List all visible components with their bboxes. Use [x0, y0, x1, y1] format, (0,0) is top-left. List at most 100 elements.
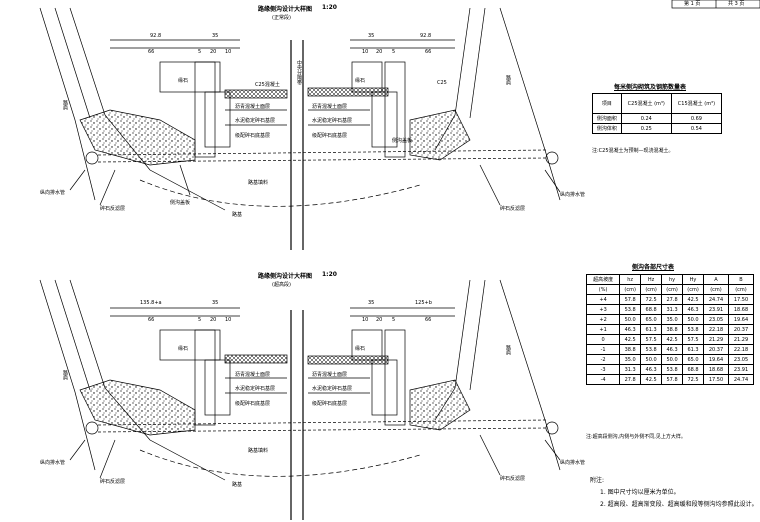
- dim-label: 10: [225, 49, 232, 55]
- layer-label: 水泥稳定碎石基层: [312, 118, 353, 124]
- table-cell: 53.8: [661, 364, 684, 375]
- dim-label: 135.8+a: [140, 300, 162, 306]
- table-cell: 38.8: [619, 344, 642, 355]
- table-cell: 65.0: [640, 314, 663, 325]
- table-cell: 57.8: [661, 374, 684, 385]
- qty-header-cell: C15混凝土 (m³): [670, 93, 723, 114]
- top-title: 路缘侧沟设计大样图: [258, 6, 313, 13]
- dim-label: 5: [392, 317, 396, 323]
- dim-label: 35: [212, 33, 219, 39]
- dim-label: 5: [198, 49, 202, 55]
- dim-label: 20: [210, 49, 217, 55]
- table-cell: +1: [585, 324, 621, 335]
- top-section: [39, 7, 561, 250]
- table-cell: 35.0: [619, 354, 642, 365]
- table-cell: 17.50: [703, 374, 729, 385]
- table-cell: 22.18: [703, 324, 729, 335]
- bottom-title: 路缘侧沟设计大样图: [258, 273, 313, 280]
- notes-heading: 附注:: [590, 477, 605, 484]
- dim-label: 125+b: [415, 300, 432, 306]
- dim-label: 66: [148, 49, 155, 55]
- bottom-section: [39, 279, 561, 520]
- table-header-cell: hy: [661, 274, 684, 285]
- qty-header-cell: 项目: [592, 93, 622, 114]
- table-cell: 27.8: [619, 374, 642, 385]
- pipe-label: 纵向排水管: [560, 192, 586, 198]
- table-cell: 20.37: [727, 324, 755, 335]
- layer-label: 级配碎石底基层: [235, 133, 271, 139]
- dim-label: 5: [392, 49, 396, 55]
- table-cell: 0.25: [620, 123, 672, 134]
- pipe-label: 纵向排水管: [40, 460, 66, 466]
- table-cell: 53.8: [640, 344, 663, 355]
- table-cell: 50.0: [682, 314, 704, 325]
- dim-label: 66: [148, 317, 155, 323]
- table-header-cell: (cm): [640, 284, 663, 295]
- pipe-label: 纵向排水管: [560, 460, 586, 466]
- slope-label: 路肩: [62, 370, 68, 380]
- table-cell: 46.3: [640, 364, 663, 375]
- table-cell: 46.3: [682, 304, 704, 315]
- concrete-label: C25: [437, 80, 447, 86]
- table-cell: 17.50: [727, 294, 755, 305]
- table-cell: 31.3: [619, 364, 642, 375]
- table-cell: 53.8: [682, 324, 704, 335]
- table-cell: 46.3: [661, 344, 684, 355]
- curb-label: 缘石: [355, 346, 366, 352]
- dim-label: 10: [225, 317, 232, 323]
- table-cell: 27.8: [661, 294, 684, 305]
- bottom-scale: 1:20: [322, 271, 337, 278]
- table-cell: 72.5: [640, 294, 663, 305]
- dim-table: 超高坡度 hz Hz hy Hy A B (%) (cm) (cm) (cm) …: [585, 274, 755, 385]
- note-item: 1. 图中尺寸均以厘米为单位。: [600, 489, 680, 496]
- table-header-cell: (cm): [703, 284, 729, 295]
- curb-label: 缘石: [178, 346, 189, 352]
- layer-label: 沥青混凝土面层: [312, 104, 348, 110]
- table-cell: 24.74: [703, 294, 729, 305]
- page-number: 第 1 页: [684, 1, 701, 7]
- table-cell: 57.5: [682, 334, 704, 345]
- qty-table-title: 每米侧沟砌筑及钢筋数量表: [614, 84, 687, 91]
- note-item: 2. 超高段、超高渐变段、超高缓和段等侧沟均参照此设计。: [600, 501, 758, 508]
- dim-label: 5: [198, 317, 202, 323]
- table-cell: 50.0: [640, 354, 663, 365]
- gravel-label: 碎石反滤层: [100, 479, 126, 485]
- table-header-cell: Hz: [640, 274, 663, 285]
- slope-label: 路肩: [505, 75, 511, 85]
- table-header-cell: Hy: [682, 274, 704, 285]
- table-cell: 18.68: [703, 364, 729, 375]
- table-cell: 65.0: [682, 354, 704, 365]
- bottom-subtitle: (超高段): [272, 282, 291, 288]
- table-cell: 0.54: [670, 123, 723, 134]
- gravel-label: 碎石反滤层: [100, 206, 126, 212]
- drain-label: 侧沟盖板: [170, 200, 191, 206]
- table-cell: 侧沟体积: [592, 123, 622, 134]
- dim-label: 92.8: [420, 33, 432, 39]
- table-cell: 57.5: [640, 334, 663, 345]
- table-header-cell: A: [703, 274, 729, 285]
- layer-label: 水泥稳定碎石基层: [312, 386, 353, 392]
- table-cell: 31.3: [661, 304, 684, 315]
- concrete-label: C25混凝土: [255, 82, 280, 88]
- table-cell: 61.3: [640, 324, 663, 335]
- table-cell: +4: [585, 294, 621, 305]
- table-cell: -2: [585, 354, 621, 365]
- table-row: 侧沟面积 0.24 0.69: [592, 113, 723, 124]
- table-cell: -4: [585, 374, 621, 385]
- top-scale: 1:20: [322, 4, 337, 11]
- slope-label: 路肩: [505, 345, 511, 355]
- qty-table: 项目 C25混凝土 (m³) C15混凝土 (m³) 侧沟面积 0.24 0.6…: [592, 93, 723, 134]
- table-cell: 22.18: [727, 344, 755, 355]
- dim-label: 66: [425, 317, 432, 323]
- table-cell: 42.5: [640, 374, 663, 385]
- dim-label: 20: [376, 317, 383, 323]
- table-cell: 21.29: [703, 334, 729, 345]
- subgrade-label: 路基: [232, 212, 243, 218]
- table-cell: 18.68: [727, 304, 755, 315]
- table-cell: +3: [585, 304, 621, 315]
- curb-label: 缘石: [178, 78, 189, 84]
